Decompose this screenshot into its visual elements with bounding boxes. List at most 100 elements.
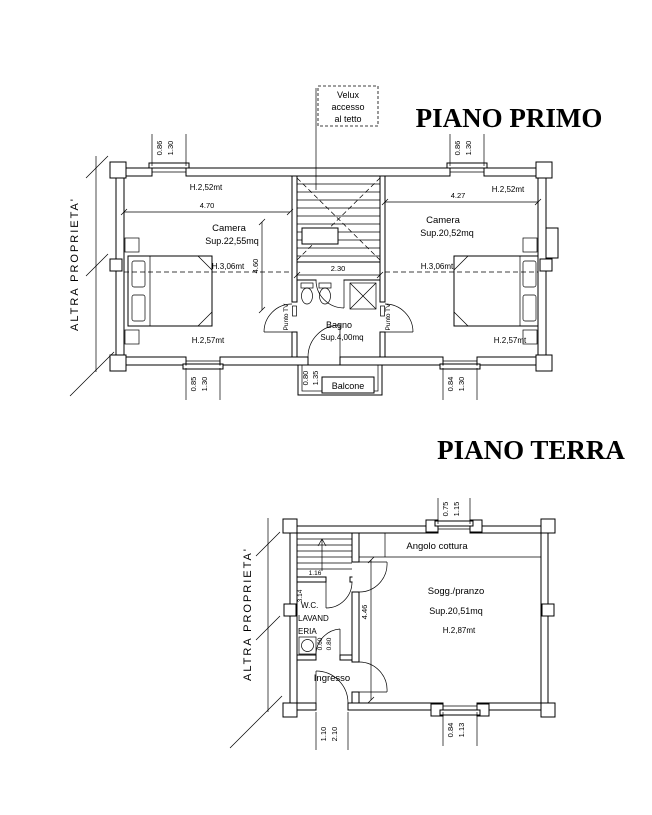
- camera-right-h-mid: H.3,06mt: [421, 262, 454, 271]
- camera-left-h-top: H.2,52mt: [190, 183, 223, 192]
- toilet-tank: [300, 282, 314, 289]
- camera-left-name: Camera: [212, 223, 247, 234]
- door-swing-bathroom: [315, 279, 345, 309]
- dim-camera-left-width: 4.70: [200, 201, 215, 210]
- balcony: Balcone: [297, 364, 383, 396]
- nightstand: [124, 329, 140, 345]
- balcony-door-swing: [307, 324, 341, 358]
- ground-floor-dimensions: 0.75 1.15 1.16 3.14 4.46 0.60 0.80 1.10 …: [297, 498, 478, 750]
- window-sill: [182, 363, 224, 370]
- nightstand: [522, 237, 538, 253]
- window-sill: [446, 162, 488, 169]
- camera-right-h-top: H.2,52mt: [492, 185, 525, 194]
- property-label-first-floor: ALTRA PROPRIETA': [69, 197, 81, 331]
- soggiorno-name: Sogg./pranzo: [428, 586, 485, 597]
- dim-gf-stair-width: 1.16: [309, 570, 322, 577]
- first-floor-plan: PIANO PRIMO Velux accesso al tetto ALTRA…: [69, 85, 603, 400]
- velux-note: Velux accesso al tetto: [315, 85, 379, 190]
- first-floor-exterior-walls: [109, 161, 559, 372]
- window-sill: [434, 520, 474, 527]
- dim-window-bl-h: 1.30: [200, 377, 209, 392]
- dim-gf-window-top-w: 0.75: [441, 502, 450, 517]
- angolo-cottura-label: Angolo cottura: [406, 541, 468, 552]
- dim-window-br-h: 1.30: [457, 377, 466, 392]
- velux-line1: Velux: [337, 90, 360, 100]
- camera-left-area: Sup.22,55mq: [205, 236, 259, 246]
- property-label-ground-floor: ALTRA PROPRIETA': [242, 547, 254, 681]
- pillow: [131, 294, 146, 322]
- pillow: [131, 260, 146, 288]
- entrance-door-swing: [315, 670, 349, 704]
- dim-gf-wc-door-w: 0.60: [317, 637, 324, 650]
- camera-right-name: Camera: [426, 215, 461, 226]
- first-floor-labels: H.2,52mt Camera Sup.22,55mq H.3,06mt H.2…: [190, 183, 527, 345]
- dim-stair-width: 2.30: [331, 264, 346, 273]
- door-swing-landing: [358, 561, 388, 593]
- nightstand: [522, 329, 538, 345]
- ground-floor-windows: [315, 520, 481, 716]
- dim-balcony-door-w: 0.80: [301, 371, 310, 386]
- first-floor-dimensions: 4.70 4.60 2.30 4.27 0.86 1.30 0.86: [120, 134, 542, 400]
- tv-outlet-left: [292, 305, 297, 317]
- soggiorno-area: Sup.20,51mq: [429, 606, 483, 616]
- velux-line2: accesso: [331, 102, 364, 112]
- camera-left-h-bottom: H.2,57mt: [192, 336, 225, 345]
- stair-landing: [301, 227, 339, 245]
- dim-balcony-door-h: 1.35: [311, 371, 320, 386]
- window-sill: [439, 709, 481, 716]
- property-boundary-ground-floor: ALTRA PROPRIETA': [229, 518, 283, 749]
- bidet: [319, 287, 331, 305]
- dim-gf-entrance-w: 1.10: [319, 727, 328, 742]
- window-sill: [439, 363, 481, 370]
- nightstand: [124, 237, 140, 253]
- camera-right-h-bottom: H.2,57mt: [494, 336, 527, 345]
- first-floor-windows: [148, 162, 488, 370]
- bed-right: [453, 237, 539, 345]
- first-floor-title: PIANO PRIMO: [416, 103, 603, 133]
- dim-camera-left-depth: 4.60: [251, 259, 260, 274]
- window-sill: [148, 162, 190, 169]
- dim-gf-window-bottom-w: 0.84: [446, 723, 455, 738]
- ground-floor-stairs: [297, 538, 352, 571]
- dim-gf-wc-depth: 3.14: [297, 589, 304, 602]
- washing-machine: [298, 636, 317, 655]
- punto-tv-left: Punto TV: [283, 303, 290, 331]
- dim-gf-wc-door-h: 0.80: [326, 637, 333, 650]
- velux-line3: al tetto: [334, 114, 361, 124]
- wc-label-line3: ERIA: [298, 627, 317, 636]
- dim-window-tr-h: 1.30: [464, 141, 473, 156]
- balcony-label: Balcone: [332, 381, 365, 391]
- ground-floor-title: PIANO TERRA: [437, 435, 625, 465]
- bed-left: [124, 237, 213, 345]
- pillow: [522, 294, 537, 322]
- ground-floor-plan: PIANO TERRA ALTRA PROPRIETA': [229, 435, 625, 750]
- ingresso-label: Ingresso: [314, 673, 350, 684]
- property-boundary-first-floor: ALTRA PROPRIETA': [69, 155, 115, 397]
- flue-shaft: [545, 227, 559, 259]
- dim-window-tl-h: 1.30: [166, 141, 175, 156]
- wc-label-line2: LAVAND: [298, 614, 329, 623]
- shower: [349, 282, 377, 310]
- wc-label-line1: W.C.: [301, 601, 318, 610]
- toilet: [301, 287, 313, 305]
- dim-gf-window-top-h: 1.15: [452, 502, 461, 517]
- bidet-tank: [318, 282, 332, 289]
- pillow: [522, 260, 537, 288]
- dim-gf-window-bottom-h: 1.13: [457, 723, 466, 738]
- dim-gf-living-depth: 4.46: [360, 605, 369, 620]
- ground-floor-interior-walls: [296, 532, 541, 704]
- camera-right-area: Sup.20,52mq: [420, 228, 474, 238]
- ground-floor-labels: Angolo cottura W.C. LAVAND ERIA Sogg./pr…: [298, 541, 484, 684]
- dim-window-bl-w: 0.85: [189, 377, 198, 392]
- door-swing-wc-top: [325, 581, 353, 609]
- tv-outlet-right: [380, 305, 385, 317]
- dim-camera-right-width: 4.27: [451, 191, 466, 200]
- door-swing-living: [358, 661, 388, 693]
- dim-window-tl-w: 0.86: [155, 141, 164, 156]
- first-floor-interior-walls: [263, 175, 414, 358]
- wc-fixtures: [298, 636, 317, 655]
- dim-window-br-w: 0.84: [446, 377, 455, 392]
- door-swing-left-bedroom: [263, 303, 293, 333]
